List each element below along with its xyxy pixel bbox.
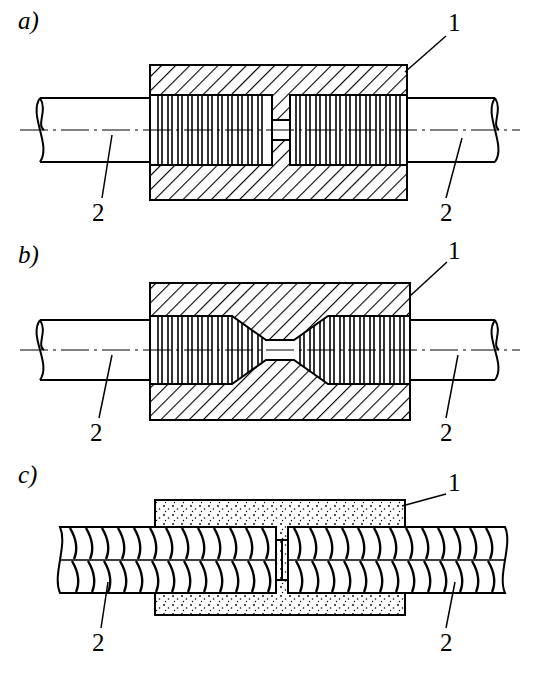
callout-number: 2 [440, 420, 453, 445]
subfigure-letter: c) [18, 462, 37, 487]
callout-number: 2 [90, 420, 103, 445]
sleeve-b [20, 283, 520, 420]
callout-number: 2 [440, 630, 453, 655]
callout-number: 1 [448, 238, 461, 263]
callout-number: 1 [448, 470, 461, 495]
sleeve-a [20, 65, 520, 200]
sleeve-c [58, 500, 508, 615]
callout-number: 2 [440, 200, 453, 225]
subfigure-letter: a) [18, 8, 39, 33]
subfigure-letter: b) [18, 242, 39, 267]
callout-number: 2 [92, 200, 105, 225]
callout-number: 2 [92, 630, 105, 655]
leader-lines [99, 36, 462, 628]
callout-number: 1 [448, 10, 461, 35]
